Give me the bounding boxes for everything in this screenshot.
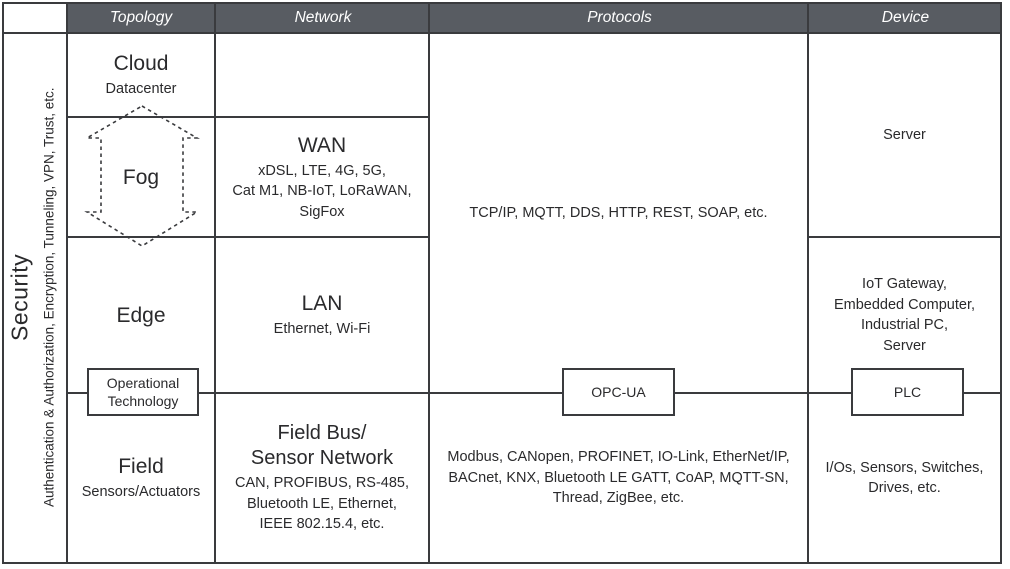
security-sidebar-title: Security <box>6 253 33 341</box>
opc-ua-box: OPC-UA <box>562 368 675 416</box>
column-header-network: Network <box>216 2 430 34</box>
divider-protocols-device <box>807 2 809 564</box>
fieldbus-detail: CAN, PROFIBUS, RS-485, Bluetooth LE, Eth… <box>234 475 410 533</box>
divider-sidebar <box>66 2 68 564</box>
fog-title: Fog <box>122 165 160 189</box>
divider-server-edge <box>807 236 1002 238</box>
divider-cloud-fog <box>66 116 430 118</box>
device-server-text: Server <box>883 126 926 143</box>
divider-outer-right <box>1000 2 1002 564</box>
field-subtitle: Sensors/Actuators <box>81 484 201 501</box>
wan-detail: xDSL, LTE, 4G, 5G, Cat M1, NB-IoT, LoRaW… <box>232 162 412 220</box>
plc-box: PLC <box>851 368 964 416</box>
lan-title: LAN <box>301 292 343 316</box>
column-header-protocols: Protocols <box>430 2 809 34</box>
network-fieldbus-cell: Field Bus/ Sensor Network CAN, PROFIBUS,… <box>216 394 428 562</box>
network-lan-cell: LAN Ethernet, Wi-Fi <box>216 238 428 392</box>
protocols-lower-cell: Modbus, CANopen, PROFINET, IO-Link, Ethe… <box>430 394 807 562</box>
fog-double-arrow-icon <box>84 105 200 247</box>
divider-outer-bottom <box>2 562 1002 564</box>
topology-cloud-cell: Cloud Datacenter <box>68 34 214 116</box>
fieldbus-title: Field Bus/ Sensor Network <box>250 422 394 470</box>
divider-outer-left <box>2 2 4 564</box>
divider-fog-edge <box>66 236 430 238</box>
cloud-title: Cloud <box>113 52 169 76</box>
edge-title: Edge <box>116 303 166 327</box>
divider-header-bottom <box>2 32 1002 34</box>
column-header-device: Device <box>809 2 1002 34</box>
topology-edge-cell: Edge <box>68 238 214 392</box>
divider-edge-field <box>66 392 1002 394</box>
security-sidebar-detail: Authentication & Authorization, Encrypti… <box>41 87 57 507</box>
device-field-cell: I/Os, Sensors, Switches, Drives, etc. <box>809 394 1000 562</box>
device-edge-cell: IoT Gateway, Embedded Computer, Industri… <box>809 238 1000 392</box>
column-header-topology: Topology <box>66 2 216 34</box>
protocols-upper-cell: TCP/IP, MQTT, DDS, HTTP, REST, SOAP, etc… <box>430 34 807 392</box>
divider-network-protocols <box>428 2 430 564</box>
cloud-subtitle: Datacenter <box>105 81 177 98</box>
device-server-cell: Server <box>809 34 1000 236</box>
protocols-upper-text: TCP/IP, MQTT, DDS, HTTP, REST, SOAP, etc… <box>469 204 768 221</box>
divider-topology-network <box>214 2 216 564</box>
device-edge-text: IoT Gateway, Embedded Computer, Industri… <box>833 276 976 354</box>
wan-title: WAN <box>297 133 347 157</box>
device-field-text: I/Os, Sensors, Switches, Drives, etc. <box>825 459 984 497</box>
topology-fog-cell: Fog <box>68 118 214 236</box>
topology-field-cell: Field Sensors/Actuators <box>68 394 214 562</box>
network-wan-cell: WAN xDSL, LTE, 4G, 5G, Cat M1, NB-IoT, L… <box>216 118 428 236</box>
divider-outer-top <box>2 2 1002 4</box>
corner-cell <box>4 4 66 32</box>
operational-technology-box: Operational Technology <box>87 368 199 416</box>
field-title: Field <box>118 455 164 479</box>
lan-detail: Ethernet, Wi-Fi <box>273 321 371 338</box>
protocols-lower-text: Modbus, CANopen, PROFINET, IO-Link, Ethe… <box>447 449 790 507</box>
